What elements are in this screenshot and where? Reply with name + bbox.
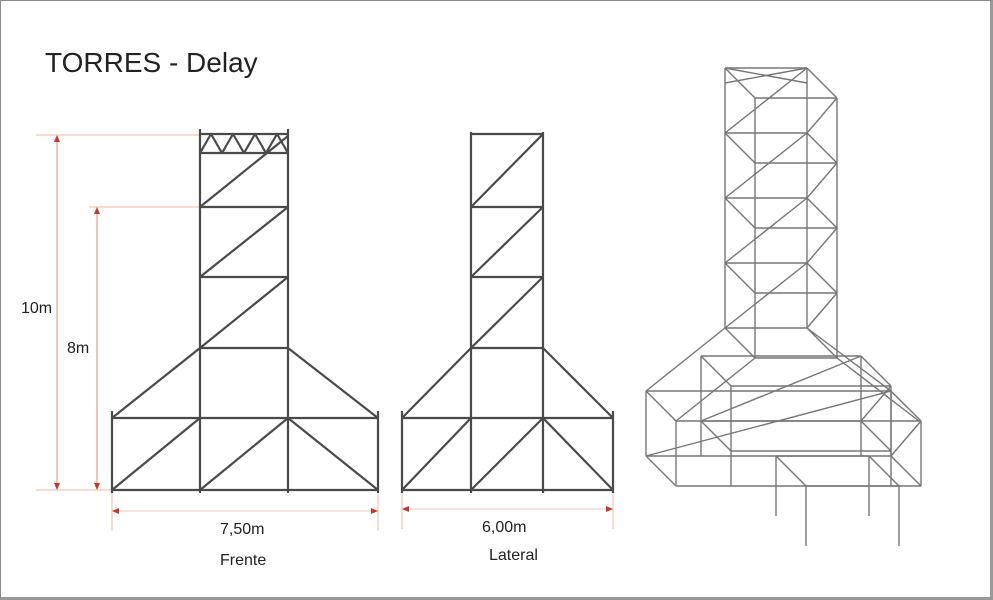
brace <box>401 347 472 419</box>
brace <box>199 206 289 278</box>
brace <box>645 327 726 392</box>
base-front-ledger <box>890 390 922 422</box>
base-front-ledger <box>645 390 677 422</box>
brace <box>401 417 472 491</box>
upper-tower-brace <box>806 97 838 134</box>
upper-tower-brace <box>806 162 838 199</box>
brace <box>199 417 289 491</box>
truss-web <box>232 133 245 154</box>
truss <box>724 67 808 84</box>
base-rear-ledger <box>860 355 892 387</box>
truss-web <box>221 133 234 154</box>
upper-tower-brace <box>724 132 808 199</box>
base-rear-brace <box>860 385 892 422</box>
side-view-label: Lateral <box>489 547 538 564</box>
truss-web <box>199 133 212 154</box>
upper-tower-brace <box>724 197 808 264</box>
base-extension-ledger <box>868 455 900 487</box>
diagram-title: TORRES - Delay <box>45 47 258 78</box>
isometric-tower <box>645 67 922 546</box>
upper-tower-ledger <box>806 327 838 359</box>
upper-tower-ledger <box>724 262 756 294</box>
brace <box>287 347 379 419</box>
width-side-label: 6,00m <box>482 519 527 536</box>
upper-tower-ledger <box>806 67 838 99</box>
upper-tower-ledger <box>724 197 756 229</box>
brace <box>470 206 544 278</box>
side-view-tower <box>400 132 615 493</box>
brace <box>470 276 544 349</box>
truss-web <box>243 133 256 154</box>
brace <box>199 135 289 208</box>
upper-tower-ledger <box>806 132 838 164</box>
base-front-ledger <box>890 455 922 487</box>
upper-tower-brace <box>806 292 838 329</box>
upper-tower-brace <box>724 262 808 329</box>
upper-tower-ledger <box>806 262 838 294</box>
brace <box>542 347 614 419</box>
brace <box>542 417 614 491</box>
front-view-tower <box>110 129 380 493</box>
brace <box>675 357 756 422</box>
base-front-brace <box>890 420 922 457</box>
brace <box>470 417 544 491</box>
brace <box>111 417 201 491</box>
brace <box>199 276 289 349</box>
upper-tower-ledger <box>724 327 756 359</box>
height-total-label: 10m <box>21 300 53 317</box>
brace <box>836 357 920 422</box>
brace <box>470 133 544 208</box>
base-rear-ledger <box>700 420 732 452</box>
base-front-ledger <box>645 455 677 487</box>
upper-tower-brace <box>724 67 808 134</box>
width-front-label: 7,50m <box>220 521 265 538</box>
truss-web <box>254 133 267 154</box>
base-front-brace <box>645 390 892 457</box>
truss-web <box>276 133 289 154</box>
brace <box>111 347 201 419</box>
dimension-lines <box>36 134 614 531</box>
truss-web <box>210 133 223 154</box>
base-rear-brace <box>700 355 862 422</box>
upper-tower-ledger <box>724 67 756 99</box>
upper-tower-ledger <box>724 132 756 164</box>
truss-web <box>265 133 278 154</box>
upper-tower-brace <box>806 227 838 264</box>
brace <box>806 327 892 392</box>
base-rear-ledger <box>860 420 892 452</box>
upper-tower-ledger <box>806 197 838 229</box>
base-extension-ledger <box>775 455 807 487</box>
height-deck-label: 8m <box>67 340 90 357</box>
brace <box>287 417 379 491</box>
front-view-label: Frente <box>220 552 267 569</box>
